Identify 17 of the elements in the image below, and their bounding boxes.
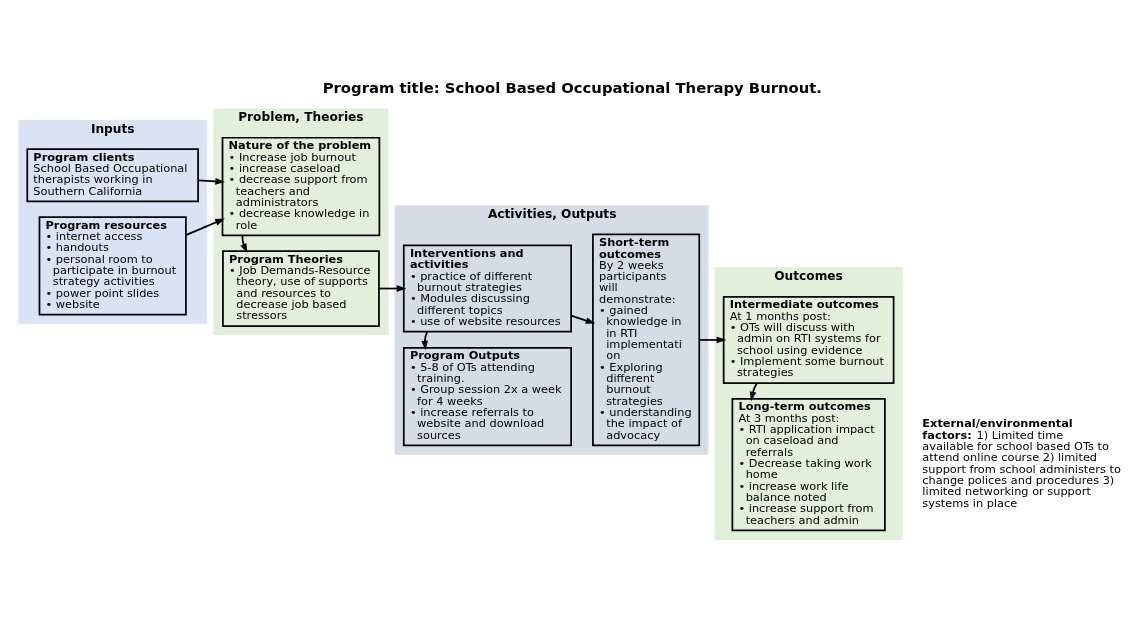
node-box: Nature of the problem • Increase job burnout • increase caseload • decrease support from teachers and administrators • decrease knowledge in role xyxy=(221,136,381,237)
arrow xyxy=(378,285,407,292)
arrow xyxy=(185,218,225,236)
arrow xyxy=(197,178,225,185)
arrow xyxy=(421,330,429,351)
diagram-title: Program title: School Based Occupational Therapy Burnout. xyxy=(322,78,822,96)
node-box: Interventions and activities • practice of different burnout strategies • Modules discussing different topics • use of website resources xyxy=(402,244,572,333)
arrow xyxy=(698,336,727,344)
label: External/environmental factors: 1) Limited time available for school based OTs to attend online course 2) limited support from school administers to change polices and procedures 3) limited networking or support systems in place xyxy=(922,416,1121,510)
node-box: Program Outputs • 5-8 of OTs attending training. • Group session 2x a week for 4 weeks • increase referrals to website and download sources xyxy=(402,346,572,447)
node-box: Program Theories • Job Demands-Resource theory, use of supports and resources to decrease job based stressors xyxy=(222,250,380,327)
node-box: Program resources • internet access • handouts • personal room to participate in burnout strategy activities • power point slides • website xyxy=(38,216,187,316)
arrow xyxy=(570,314,596,324)
node-box: Intermediate outcomes At 1 months post: • OTs will discuss with admin on RTI systems for school using evidence • Implement some burnout strategies xyxy=(722,295,895,384)
node-box: Long-term outcomes At 3 months post: • RTI application impact on caseload and referrals • Decrease taking work home • increase work life balance noted • increase support from teachers and admin xyxy=(731,397,886,532)
node-box: Program clients School Based Occupational therapists working in Southern California xyxy=(26,148,199,203)
node-box: Short-term outcomes By 2 weeks participants will demonstrate: • gained knowledge in in RTI implementati on • Exploring different burnout strategies • understanding the impact of advocacy xyxy=(592,233,701,447)
